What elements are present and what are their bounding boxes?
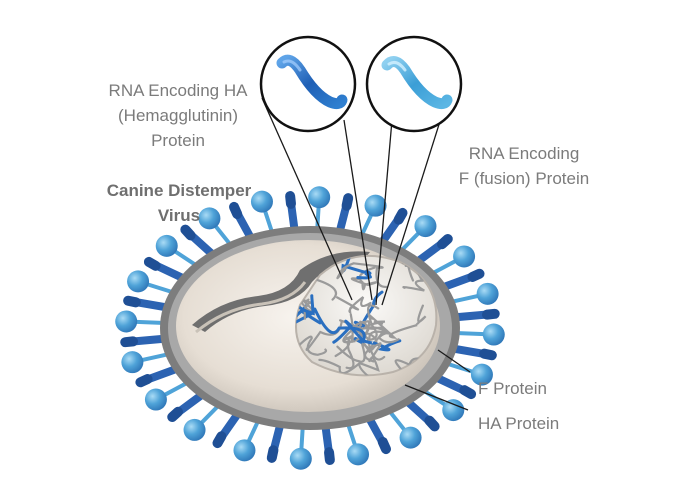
f-rna-magnifier [365, 35, 463, 133]
ha-protein-head [476, 282, 499, 305]
f-protein-head [393, 207, 408, 225]
rna-coil [313, 307, 366, 344]
ha-protein-head [308, 186, 331, 209]
rna-coil [364, 320, 400, 344]
f-protein-label: F Protein [478, 379, 547, 398]
rna-f-line-2: F (fusion) Protein [458, 169, 590, 188]
rna-coil [305, 319, 370, 351]
rna-coil [336, 296, 372, 315]
f-protein-head [212, 431, 227, 449]
ha-protein-head [347, 443, 370, 466]
f-protein-head [459, 385, 477, 400]
virus-name-line-2: Virus [157, 206, 201, 225]
rna-ha-line-2: (Hemagglutinin) [118, 106, 238, 125]
ha-protein-head [250, 190, 273, 213]
ha-rna-magnifier [259, 35, 357, 133]
ha-protein-head [414, 215, 437, 238]
f-protein-head [229, 201, 243, 220]
ha-protein-head [442, 399, 465, 422]
f-protein-head [467, 268, 485, 282]
rna-f-label: RNA Encoding F (fusion) Protein [450, 141, 598, 191]
f-protein-head [123, 295, 141, 308]
ha-protein-head [115, 310, 138, 333]
ha-protein-label: HA Protein [478, 414, 560, 433]
surface-proteins [115, 186, 505, 470]
f-protein-head [436, 233, 453, 250]
f-protein-head [285, 191, 296, 209]
f-protein-head [324, 447, 335, 465]
rna-coil [358, 342, 382, 372]
connector-lines [261, 95, 471, 411]
virus-particle-icon [160, 226, 460, 430]
f-protein-head [143, 256, 161, 271]
f-protein-head [377, 436, 391, 455]
rna-coil [296, 335, 328, 376]
ha-protein-head [482, 323, 505, 346]
rna-coil [353, 336, 402, 352]
rna-f-line-1: RNA Encoding [468, 144, 580, 163]
rna-coil [296, 290, 315, 316]
f-protein-head [479, 348, 497, 361]
nucleocapsid [296, 255, 429, 376]
ha-protein-head [155, 234, 178, 257]
f-protein-head [424, 415, 440, 432]
f-protein-head [341, 193, 354, 211]
rna-coil [336, 262, 388, 289]
ha-rna-strand-icon [276, 54, 348, 110]
virus-name-label: Canine Distemper Virus [96, 178, 262, 228]
rna-ha-label: RNA Encoding HA (Hemagglutinin) Protein [98, 78, 258, 153]
f-protein-head [135, 374, 153, 388]
f-protein-head [180, 224, 196, 241]
ha-protein-head [470, 363, 493, 386]
rna-ha-line-1: RNA Encoding HA [108, 81, 248, 100]
f-protein-head [266, 445, 279, 463]
ha-protein-head [183, 418, 206, 441]
ha-protein-head [453, 245, 476, 268]
ha-protein-head [198, 207, 221, 230]
rna-coil [401, 255, 427, 282]
ha-protein-head [127, 270, 150, 293]
ha-protein-head [121, 351, 144, 374]
f-rna-strand-icon [381, 56, 453, 110]
f-protein-head [120, 336, 139, 348]
f-protein-head [481, 308, 500, 320]
ha-protein-head [364, 194, 387, 217]
f-protein-head [167, 406, 184, 423]
rna-coil [342, 332, 393, 351]
ha-protein-head [399, 426, 422, 449]
ha-protein-head [289, 447, 312, 470]
ha-protein-head [144, 388, 167, 411]
ha-protein-head [233, 439, 256, 462]
virus-name-line-1: Canine Distemper [106, 181, 252, 200]
rna-ha-line-3: Protein [151, 131, 205, 150]
